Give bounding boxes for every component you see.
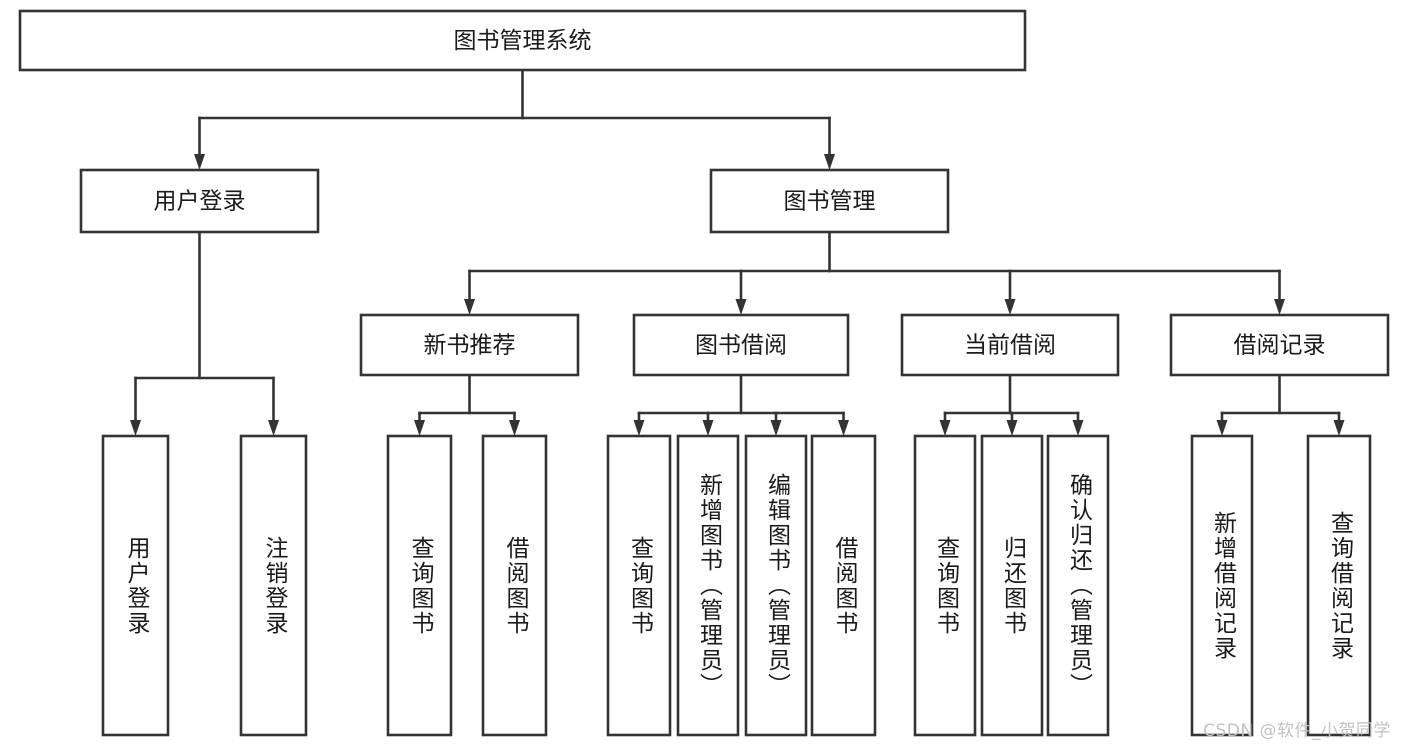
current-borrow-to-leaves-arrow-1 (1006, 420, 1018, 436)
book-borrow-to-leaves-arrow-2 (770, 420, 782, 436)
node-leaf-confirm-return[interactable] (1046, 434, 1110, 737)
node-leaf-borrow-book-1[interactable] (481, 434, 548, 737)
node-current-borrow[interactable] (900, 313, 1120, 377)
node-new-book-recommend[interactable] (359, 313, 580, 377)
node-leaf-user-login[interactable] (101, 434, 170, 737)
new-book-recommend-to-leaves-arrow-1 (509, 420, 520, 436)
node-book-manage-label: 图书管理 (784, 189, 876, 215)
current-borrow-to-leaves-arrow-0 (939, 420, 951, 436)
book-borrow-to-leaves-arrow-1 (702, 420, 714, 436)
book-borrow-to-leaves-arrow-0 (633, 420, 645, 436)
borrow-record-to-leaves-arrow-1 (1333, 420, 1345, 436)
node-root-root[interactable] (18, 9, 1027, 72)
current-borrow-to-leaves-arrow-2 (1072, 420, 1084, 436)
node-user-login-label: 用户登录 (154, 189, 246, 215)
node-borrow-record-label: 借阅记录 (1234, 333, 1326, 359)
bookmanage-to-level3-arrow-1 (735, 299, 747, 315)
node-leaf-query-book-1[interactable] (386, 434, 453, 737)
connectors-layer (130, 68, 1345, 436)
boxes-layer (18, 9, 1390, 737)
book-borrow-to-leaves-arrow-3 (838, 420, 849, 436)
watermark-text: CSDN @软件_小贺同学 (1203, 721, 1391, 741)
node-leaf-query-book-2[interactable] (606, 434, 672, 737)
node-root-root-label: 图书管理系统 (454, 28, 592, 54)
node-current-borrow-label: 当前借阅 (964, 333, 1056, 359)
node-leaf-add-record[interactable] (1190, 434, 1254, 737)
bookmanage-to-level3-arrow-2 (1004, 299, 1016, 315)
root-to-level2-arrow-1 (824, 154, 835, 170)
node-leaf-borrow-book-2[interactable] (810, 434, 877, 737)
node-new-book-recommend-label: 新书推荐 (424, 333, 516, 359)
node-user-login[interactable] (79, 168, 320, 234)
node-leaf-user-logout[interactable] (239, 434, 308, 737)
node-leaf-return-book[interactable] (980, 434, 1044, 737)
node-leaf-query-book-3[interactable] (913, 434, 977, 737)
node-leaf-query-record[interactable] (1306, 434, 1372, 737)
bookmanage-to-level3-arrow-0 (464, 299, 475, 315)
node-leaf-add-book[interactable] (676, 434, 740, 737)
userlogin-to-leaves-arrow-0 (130, 420, 141, 436)
userlogin-to-leaves-arrow-1 (268, 420, 279, 436)
node-book-borrow[interactable] (632, 313, 850, 377)
node-book-borrow-label: 图书借阅 (695, 333, 787, 359)
node-leaf-edit-book[interactable] (744, 434, 808, 737)
node-borrow-record[interactable] (1169, 313, 1390, 377)
node-book-manage[interactable] (709, 168, 950, 234)
bookmanage-to-level3-arrow-3 (1274, 299, 1285, 315)
new-book-recommend-to-leaves-arrow-0 (414, 420, 425, 436)
borrow-record-to-leaves-arrow-0 (1216, 420, 1228, 436)
root-to-level2-arrow-0 (194, 154, 205, 170)
